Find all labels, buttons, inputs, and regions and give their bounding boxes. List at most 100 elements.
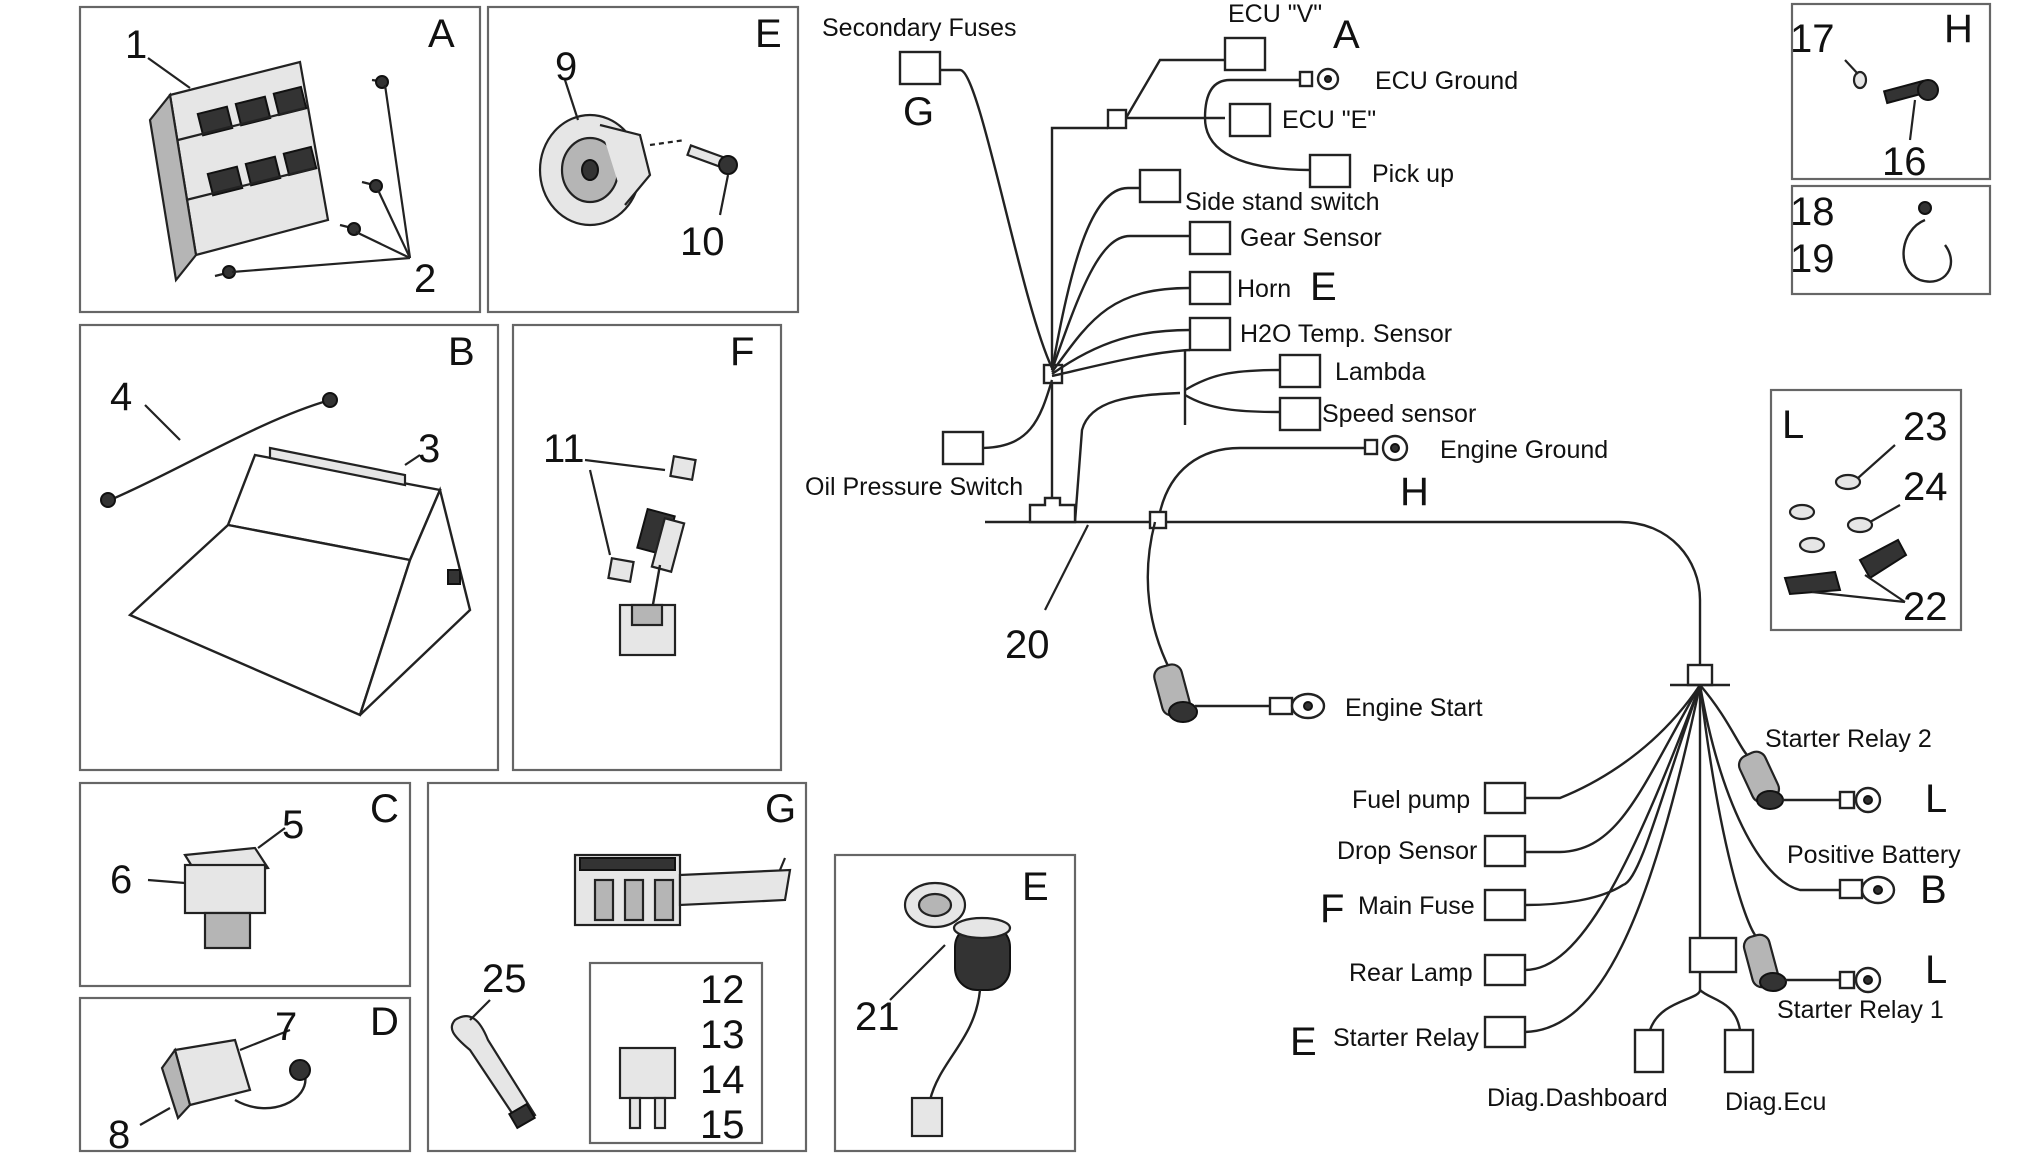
panel-g: G 25 12 13 14 15 bbox=[426, 781, 808, 1153]
part-label-20: 20 bbox=[1005, 623, 1050, 667]
panel-g-letter: G bbox=[765, 787, 796, 831]
panel-d-letter: D bbox=[370, 1000, 399, 1044]
part-label-5: 5 bbox=[282, 803, 304, 847]
label-positive-battery: Positive Battery bbox=[1787, 841, 1961, 869]
label-main-fuse: Main Fuse bbox=[1358, 892, 1475, 920]
wiring-harness: Secondary Fuses ECU "V" ECU Ground ECU "… bbox=[805, 0, 1961, 1116]
part-label-16: 16 bbox=[1882, 140, 1927, 184]
ref-letter-a: A bbox=[1333, 13, 1360, 57]
ref-letter-b: B bbox=[1920, 868, 1947, 912]
battery-cable-part bbox=[100, 392, 338, 508]
label-starter-relay-2: Starter Relay 2 bbox=[1765, 725, 1932, 753]
part-label-4: 4 bbox=[110, 375, 132, 419]
panel-a: A 1 2 bbox=[78, 5, 482, 314]
ecu-unit-part bbox=[148, 60, 330, 283]
part-label-3: 3 bbox=[418, 427, 440, 471]
ref-letter-e-relay: E bbox=[1290, 1020, 1317, 1064]
label-engine-start: Engine Start bbox=[1345, 694, 1483, 722]
label-drop-sensor: Drop Sensor bbox=[1337, 837, 1477, 865]
panel-c: C 5 6 bbox=[78, 781, 412, 988]
part-label-14: 14 bbox=[700, 1058, 745, 1102]
horn-bolt-part bbox=[649, 138, 738, 175]
part-label-19: 19 bbox=[1790, 237, 1835, 281]
part-label-6: 6 bbox=[110, 858, 132, 902]
label-horn: Horn bbox=[1237, 275, 1291, 303]
label-h2o-temp: H2O Temp. Sensor bbox=[1240, 320, 1452, 348]
panel-e-starter-letter: E bbox=[1022, 865, 1049, 909]
engine-start-boot bbox=[1153, 663, 1198, 723]
label-ecu-ground: ECU Ground bbox=[1375, 67, 1518, 95]
panel-h-letter: H bbox=[1944, 7, 1973, 51]
part-label-2: 2 bbox=[414, 257, 436, 301]
label-gear-sensor: Gear Sensor bbox=[1240, 224, 1382, 252]
panel-f-letter: F bbox=[730, 330, 754, 374]
label-secondary-fuses: Secondary Fuses bbox=[822, 14, 1017, 42]
fuse-inset: 12 13 14 15 bbox=[588, 961, 764, 1147]
ref-letter-f: F bbox=[1320, 887, 1344, 931]
label-ecu-e: ECU "E" bbox=[1282, 106, 1376, 134]
ref-letter-l-1: L bbox=[1925, 777, 1947, 821]
terminal-parts bbox=[1783, 473, 1908, 596]
horn-part bbox=[538, 113, 652, 227]
label-oil-pressure: Oil Pressure Switch bbox=[805, 473, 1023, 501]
label-diag-dashboard: Diag.Dashboard bbox=[1487, 1084, 1668, 1112]
label-starter-relay: Starter Relay bbox=[1333, 1024, 1479, 1052]
part-label-8: 8 bbox=[108, 1113, 130, 1155]
part-label-24: 24 bbox=[1903, 465, 1948, 509]
cable-tie-part bbox=[1902, 201, 1952, 283]
panel-e-starter: E 21 bbox=[833, 853, 1077, 1153]
label-engine-ground: Engine Ground bbox=[1440, 436, 1608, 464]
label-ecu-v: ECU "V" bbox=[1228, 0, 1322, 28]
panel-a-letter: A bbox=[428, 12, 455, 56]
panel-c-letter: C bbox=[370, 787, 399, 831]
mini-fuse-part bbox=[618, 1046, 677, 1130]
part-label-9: 9 bbox=[555, 45, 577, 89]
panel-f: F 11 bbox=[511, 323, 783, 772]
part-label-10: 10 bbox=[680, 220, 725, 264]
part-label-15: 15 bbox=[700, 1103, 745, 1147]
part-label-13: 13 bbox=[700, 1013, 745, 1057]
panel-l-letter: L bbox=[1782, 403, 1804, 447]
label-speed-sensor: Speed sensor bbox=[1322, 400, 1476, 428]
ref-letter-l-2: L bbox=[1925, 948, 1947, 992]
fuse-box-part bbox=[573, 853, 792, 927]
panel-h: H 17 16 bbox=[1790, 2, 1992, 184]
fuse-puller-part bbox=[450, 1015, 537, 1130]
part-label-1: 1 bbox=[125, 23, 147, 67]
bolt-part bbox=[1852, 70, 1939, 105]
label-lambda: Lambda bbox=[1335, 358, 1425, 386]
label-pick-up: Pick up bbox=[1372, 160, 1454, 188]
panel-e-horn-letter: E bbox=[755, 12, 782, 56]
panel-l: L 23 24 22 bbox=[1769, 388, 1963, 632]
label-diag-ecu: Diag.Ecu bbox=[1725, 1088, 1826, 1116]
label-starter-relay-1: Starter Relay 1 bbox=[1777, 996, 1944, 1024]
part-label-23: 23 bbox=[1903, 405, 1948, 449]
label-fuel-pump: Fuel pump bbox=[1352, 786, 1470, 814]
drop-sensor-part bbox=[160, 1038, 311, 1121]
label-side-stand: Side stand switch bbox=[1185, 188, 1380, 216]
part-label-25: 25 bbox=[482, 957, 527, 1001]
ref-letter-e-horn: E bbox=[1310, 265, 1337, 309]
panel-b: B 4 3 bbox=[78, 323, 500, 772]
relay-part bbox=[183, 846, 270, 950]
part-label-17: 17 bbox=[1790, 17, 1835, 61]
part-label-12: 12 bbox=[700, 968, 745, 1012]
part-label-22: 22 bbox=[1903, 585, 1948, 629]
part-label-18: 18 bbox=[1790, 190, 1835, 234]
label-rear-lamp: Rear Lamp bbox=[1349, 959, 1473, 987]
panel-d: D 7 8 bbox=[78, 996, 412, 1155]
starter-relay-1-boot bbox=[1737, 750, 1787, 992]
ecu-split-node bbox=[1106, 108, 1128, 130]
battery-part bbox=[127, 446, 472, 717]
ref-letter-h: H bbox=[1400, 470, 1429, 514]
part-label-7: 7 bbox=[275, 1005, 297, 1049]
part-label-11: 11 bbox=[543, 427, 585, 471]
panel-b-letter: B bbox=[448, 330, 475, 374]
main-fuse-part bbox=[607, 454, 697, 657]
panel-a-leaders bbox=[147, 57, 412, 274]
starter-relay-part bbox=[903, 881, 1012, 1138]
ring-terminals bbox=[1268, 67, 1896, 994]
panel-cable-tie: 18 19 bbox=[1790, 184, 1992, 296]
screws-part bbox=[214, 75, 389, 279]
